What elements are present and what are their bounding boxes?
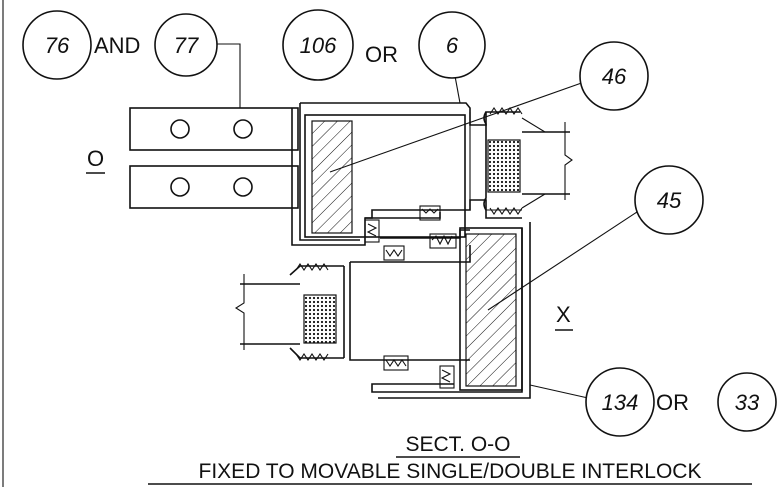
svg-text:46: 46 [602,64,627,89]
svg-text:O: O [87,146,104,171]
fixed-frame-profile [291,102,522,246]
svg-text:45: 45 [657,188,682,213]
caption-description: FIXED TO MOVABLE SINGLE/DOUBLE INTERLOCK [148,460,752,485]
thermal-break-45 [465,233,517,387]
callout-134: 134 [585,367,655,437]
interlock-assembly [350,205,471,263]
upper-glazing [483,107,573,215]
or-label-bottom: OR [656,390,689,415]
anchor-plates [129,107,299,209]
callout-6: 6 [418,11,486,79]
thermal-break-46 [311,120,353,234]
or-label-top: OR [365,42,398,67]
callout-45: 45 [634,165,704,235]
svg-text:77: 77 [174,33,199,58]
label-x: X [555,302,573,331]
callout-76: 76 [22,10,92,80]
label-o: O [86,146,105,174]
callout-33: 33 [717,372,777,432]
caption-section: SECT. O-O [396,433,520,458]
svg-text:SECT. O-O: SECT. O-O [405,433,510,456]
svg-text:FIXED TO MOVABLE SINGLE/DOUBLE: FIXED TO MOVABLE SINGLE/DOUBLE INTERLOCK [199,460,702,483]
svg-text:X: X [556,302,571,327]
svg-text:33: 33 [735,390,760,415]
callout-46: 46 [579,41,649,111]
lower-glazing [234,263,344,361]
svg-text:134: 134 [602,390,639,415]
callout-77: 77 [154,13,218,77]
svg-text:76: 76 [45,33,70,58]
movable-sash-profile [343,222,531,399]
leader-lines [216,43,641,399]
callout-106: 106 [282,9,354,81]
and-label: AND [94,33,140,58]
svg-text:106: 106 [300,33,337,58]
svg-text:6: 6 [446,33,459,58]
